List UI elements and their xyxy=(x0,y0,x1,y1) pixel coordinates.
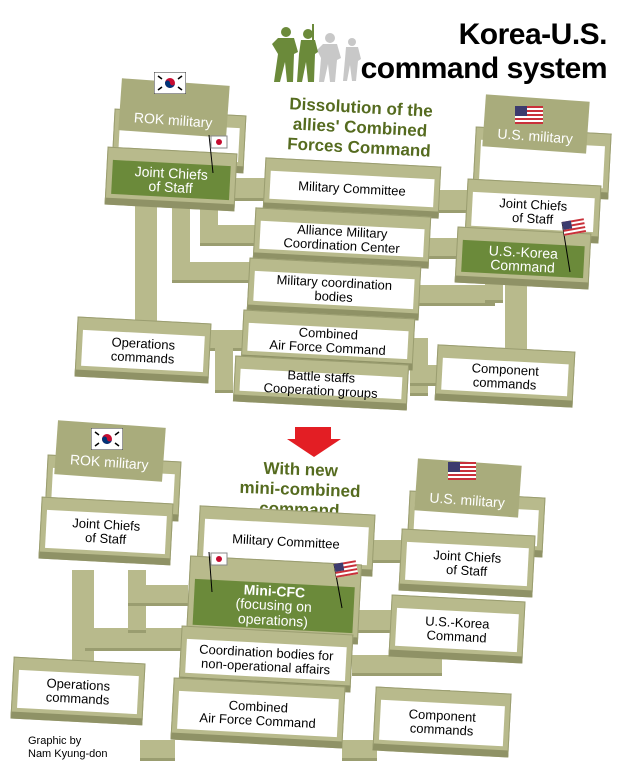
connector xyxy=(415,285,495,306)
korea-flag-icon xyxy=(91,428,123,450)
operations-commands-box: Operations commands xyxy=(10,656,146,726)
connector xyxy=(432,190,472,213)
soldiers-icon xyxy=(272,24,361,82)
us-flag-icon xyxy=(448,462,476,480)
connector xyxy=(370,540,405,563)
us-jcs-box: Joint Chiefs of Staff xyxy=(398,528,536,598)
connector xyxy=(85,628,185,651)
us-flag-icon xyxy=(333,560,359,609)
connector xyxy=(230,178,270,201)
down-arrow-icon xyxy=(287,427,341,457)
title-line-1: Korea-U.S. xyxy=(458,18,608,51)
page-title: Korea-U.S. command system xyxy=(360,18,608,86)
combined-afc-box: Combined Air Force Command xyxy=(170,677,346,749)
rok-jcs-box: Joint Chiefs of Staff xyxy=(38,496,174,566)
rok-military-label: ROK military xyxy=(133,109,213,131)
korea-flag-icon xyxy=(208,552,228,593)
component-commands-box: Component commands xyxy=(372,686,512,758)
us-korea-command-box: U.S.-Korea Command xyxy=(388,594,526,664)
connector xyxy=(172,262,252,283)
rok-military-label: ROK military xyxy=(69,451,149,473)
credit-line-1: Graphic by xyxy=(28,735,82,747)
connector xyxy=(135,195,157,333)
connector xyxy=(358,610,393,633)
korea-flag-icon xyxy=(154,72,186,94)
title-line-2: command system xyxy=(360,52,608,85)
us-military-header: U.S. military xyxy=(482,94,590,154)
us-flag-icon xyxy=(515,106,543,124)
credit-line-2: Nam Kyung-don xyxy=(28,748,108,760)
component-commands-box: Component commands xyxy=(434,344,576,408)
us-military-label: U.S. military xyxy=(496,125,574,147)
mini-cfc-subtitle: (focusing on operations) xyxy=(235,595,313,630)
connector xyxy=(200,225,255,246)
connector xyxy=(425,238,465,259)
us-military-label: U.S. military xyxy=(428,489,506,511)
operations-commands-box: Operations commands xyxy=(74,316,212,384)
connector xyxy=(342,740,377,761)
connector xyxy=(410,365,440,386)
korea-flag-icon xyxy=(208,135,228,174)
connector xyxy=(128,585,188,606)
connector xyxy=(215,335,233,393)
connector xyxy=(505,275,527,358)
battle-staffs-box: Battle staffs Cooperation groups xyxy=(232,355,410,411)
graphic-credit: Graphic by Nam Kyung-don xyxy=(28,735,108,761)
connector xyxy=(352,655,442,676)
us-flag-icon xyxy=(561,218,587,273)
connector xyxy=(140,740,175,761)
current-heading: Dissolution of the allies' Combined Forc… xyxy=(286,94,434,161)
